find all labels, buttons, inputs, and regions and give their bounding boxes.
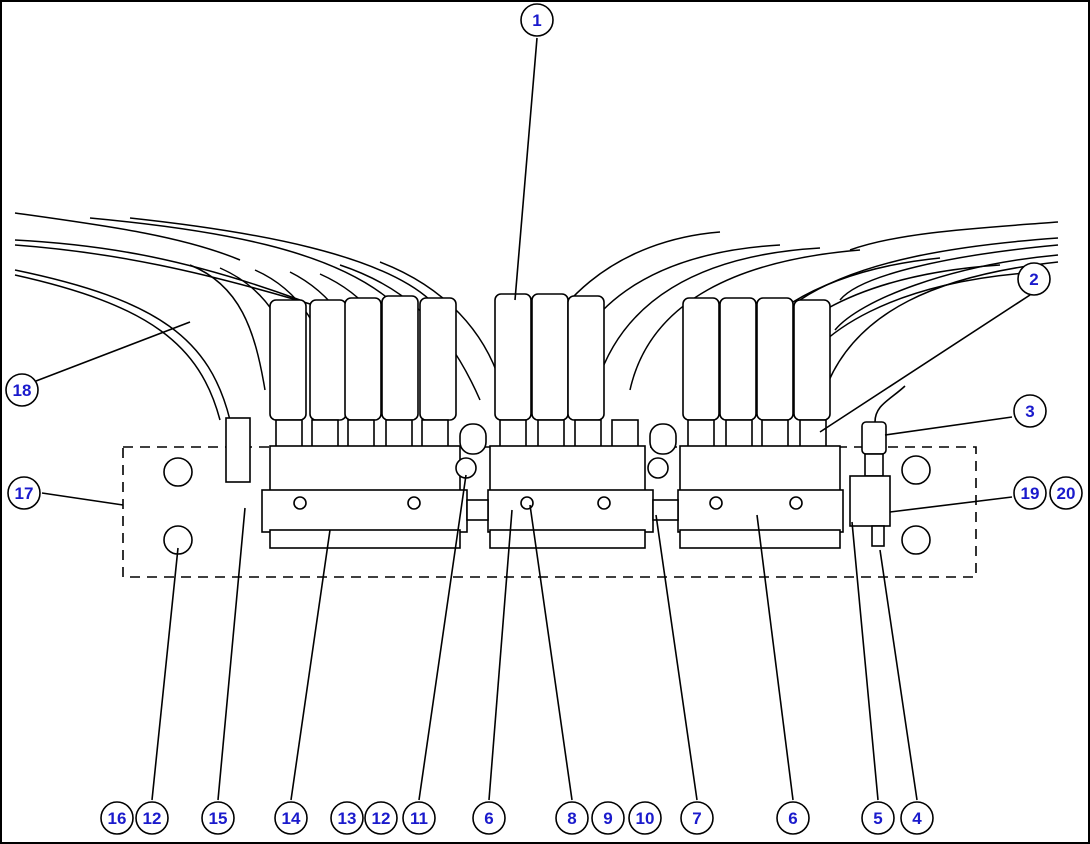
callout-circle — [274, 801, 308, 835]
callout-circle — [861, 801, 895, 835]
callout-circle — [520, 3, 554, 37]
callout-b6b: 6 — [776, 801, 810, 835]
hose-fittings — [225, 417, 827, 483]
callout-c3: 3 — [1013, 394, 1047, 428]
callout-circle — [776, 801, 810, 835]
callout-b8: 8 — [555, 801, 589, 835]
callout-circle — [1013, 476, 1047, 510]
cylinder-bank — [269, 293, 831, 421]
callout-circle — [591, 801, 625, 835]
callout-circle — [680, 801, 714, 835]
callout-c20: 20 — [1049, 476, 1083, 510]
callout-b13: 13 — [330, 801, 364, 835]
callout-circle — [100, 801, 134, 835]
callout-circle — [628, 801, 662, 835]
callout-label: 14 — [282, 809, 301, 828]
callout-circle — [7, 476, 41, 510]
callout-circle — [1049, 476, 1083, 510]
callout-b12b: 12 — [364, 801, 398, 835]
callout-c1: 1 — [520, 3, 554, 37]
callout-label: 6 — [788, 809, 797, 828]
callout-circle — [555, 801, 589, 835]
callout-b16: 16 — [100, 801, 134, 835]
callout-label: 12 — [372, 809, 391, 828]
callout-b15: 15 — [201, 801, 235, 835]
callout-circle — [1017, 262, 1051, 296]
leader-lines — [35, 37, 1031, 801]
callout-circle — [201, 801, 235, 835]
callout-b6a: 6 — [472, 801, 506, 835]
callout-c18: 18 — [5, 373, 39, 407]
callout-label: 8 — [567, 809, 576, 828]
callout-label: 7 — [692, 809, 701, 828]
callout-label: 9 — [603, 809, 612, 828]
callout-label: 2 — [1029, 270, 1038, 289]
mounting-bolts — [163, 455, 931, 555]
callout-b4: 4 — [900, 801, 934, 835]
callout-label: 18 — [13, 381, 32, 400]
callout-c17: 17 — [7, 476, 41, 510]
callout-b5: 5 — [861, 801, 895, 835]
callout-label: 12 — [143, 809, 162, 828]
callout-circle — [330, 801, 364, 835]
callout-label: 19 — [1021, 484, 1040, 503]
callout-c2: 2 — [1017, 262, 1051, 296]
callout-b11: 11 — [402, 801, 436, 835]
callout-circle — [364, 801, 398, 835]
callout-circle — [1013, 394, 1047, 428]
callout-label: 4 — [912, 809, 922, 828]
callout-b10: 10 — [628, 801, 662, 835]
callout-label: 16 — [108, 809, 127, 828]
callout-b14: 14 — [274, 801, 308, 835]
callout-circle — [5, 373, 39, 407]
callout-b7: 7 — [680, 801, 714, 835]
callout-label: 3 — [1025, 402, 1034, 421]
callout-c19: 19 — [1013, 476, 1047, 510]
callout-circle — [472, 801, 506, 835]
valve-stack — [261, 423, 844, 549]
callout-label: 15 — [209, 809, 228, 828]
callout-circle — [135, 801, 169, 835]
callout-circle — [402, 801, 436, 835]
callout-circle — [900, 801, 934, 835]
callout-label: 6 — [484, 809, 493, 828]
callout-label: 13 — [338, 809, 357, 828]
callout-label: 10 — [636, 809, 655, 828]
callout-b12a: 12 — [135, 801, 169, 835]
callout-label: 11 — [410, 809, 428, 828]
callout-b9: 9 — [591, 801, 625, 835]
callout-label: 17 — [15, 484, 34, 503]
pressure-switch — [849, 385, 906, 547]
callout-label: 20 — [1057, 484, 1076, 503]
callout-label: 5 — [873, 809, 882, 828]
callout-label: 1 — [532, 11, 541, 30]
